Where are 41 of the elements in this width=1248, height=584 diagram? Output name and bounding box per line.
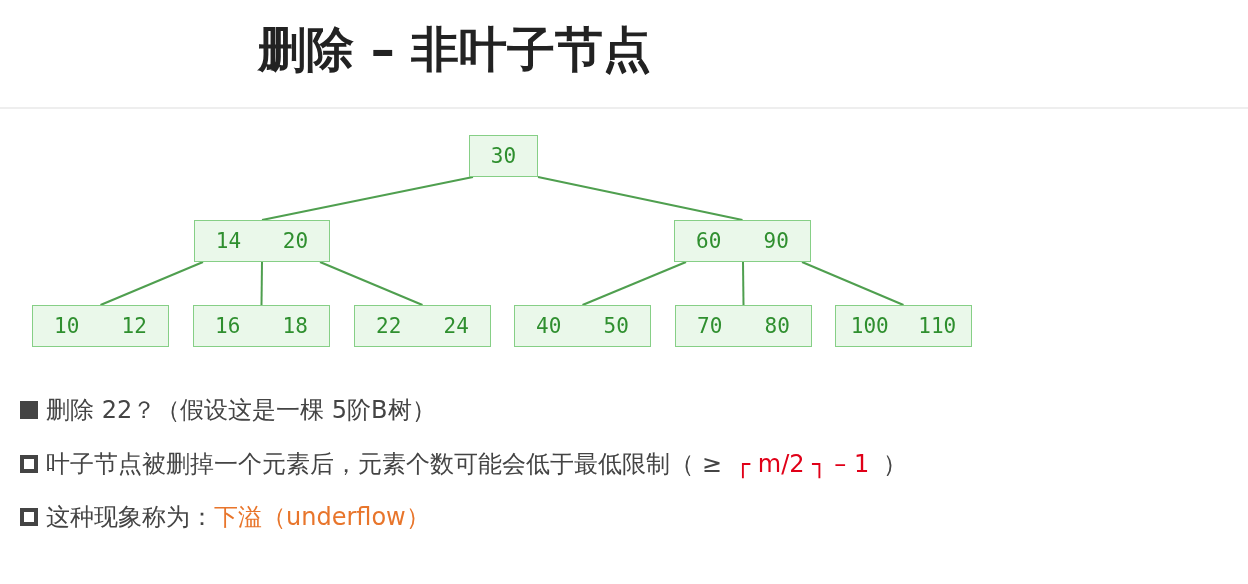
tree-edge [261, 176, 474, 221]
tree-edge [581, 261, 687, 306]
key-value: 12 [121, 314, 147, 338]
tree-edge [537, 176, 744, 221]
tree-node [194, 220, 330, 262]
key-value: 90 [763, 229, 789, 253]
tree-edge [319, 261, 424, 306]
tree-edge [801, 261, 905, 306]
tree-node [835, 305, 972, 347]
key-value: 80 [764, 314, 790, 338]
key-value: 50 [603, 314, 629, 338]
key-value: 18 [282, 314, 308, 338]
key-value: 100 [850, 314, 889, 338]
note-text: 这种现象称为： [46, 502, 214, 533]
key-value: 14 [215, 229, 242, 253]
note-text: 下溢（underflow） [214, 502, 430, 533]
key-value: 60 [696, 229, 722, 253]
key-value: 20 [282, 229, 309, 253]
tree-node [32, 305, 169, 347]
tree-node [675, 305, 812, 347]
key-value: 110 [918, 314, 957, 338]
key-value: 10 [54, 314, 80, 338]
title: 删除 – 非叶子节点 [258, 20, 652, 79]
note-text: 删除 22？（假设这是一棵 5阶B树） [46, 395, 436, 426]
tree-node [193, 305, 330, 347]
note-text: ┌ m/2 ┐ – 1 [735, 450, 870, 478]
tree-edge [99, 261, 204, 306]
key-value: 70 [697, 314, 723, 338]
key-value: 22 [376, 314, 402, 338]
tree-node [354, 305, 491, 347]
tree-edge [260, 261, 263, 306]
tree-node [514, 305, 651, 347]
key-value: 30 [490, 144, 517, 168]
note-text: ） [883, 449, 908, 480]
tree-edge [742, 261, 745, 306]
tree-node [469, 135, 538, 177]
key-value: 16 [215, 314, 241, 338]
tree-node [674, 220, 811, 262]
note-text: 叶子节点被删掉一个元素后，元素个数可能会低于最低限制（ ≥ [46, 449, 722, 480]
key-value: 24 [443, 314, 469, 338]
key-value: 40 [536, 314, 562, 338]
